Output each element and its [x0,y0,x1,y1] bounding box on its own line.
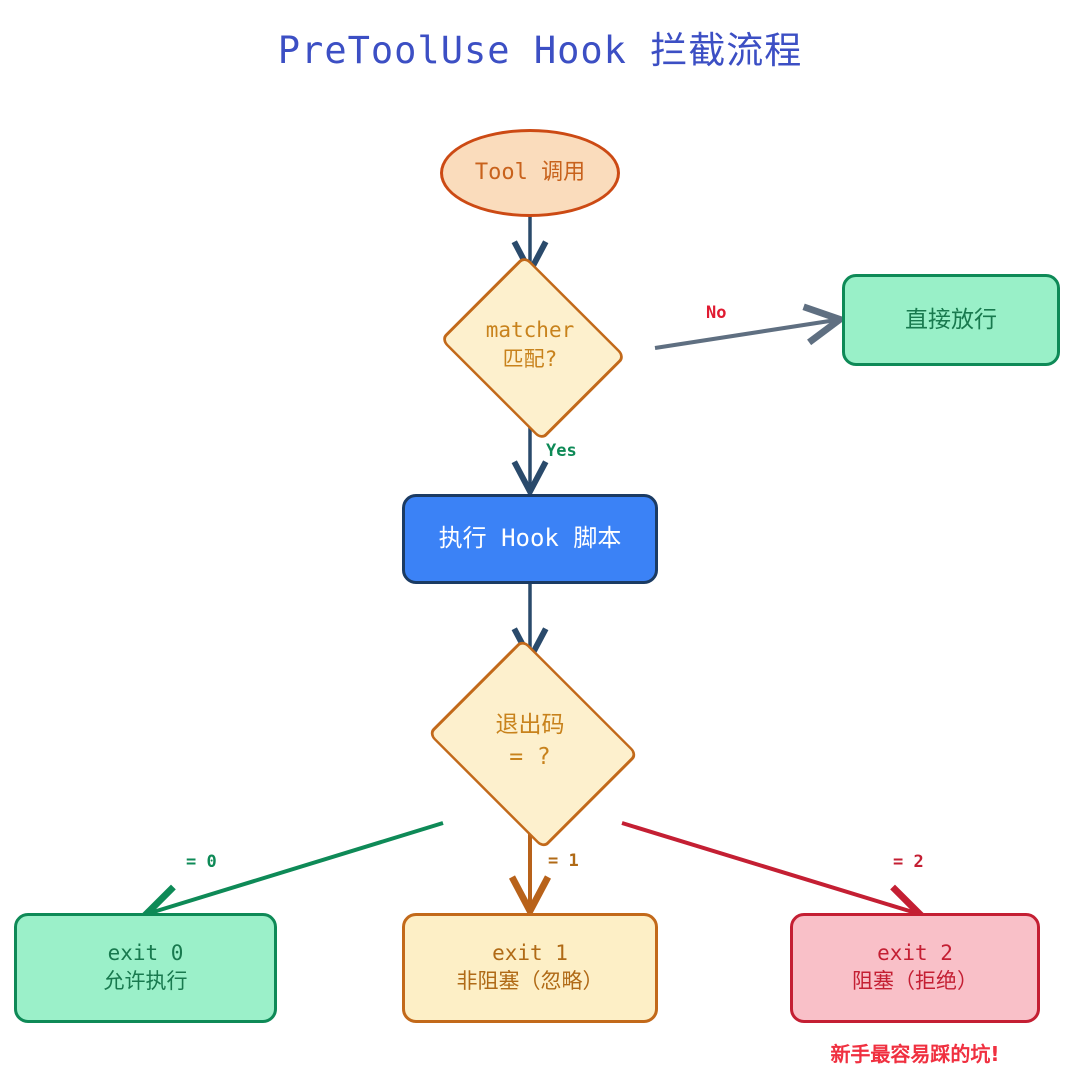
node-run-hook-script-label: 执行 Hook 脚本 [438,524,622,553]
node-exit-code-decision[interactable]: 退出码 = ? [388,638,672,850]
edge-exitcode-to-exit0 [150,821,444,913]
node-exit-code-line1: 退出码 [495,711,565,738]
node-direct-pass[interactable]: 直接放行 [842,274,1060,366]
edge-label-yes: Yes [546,441,577,461]
node-matcher-line2: 匹配? [502,347,558,371]
edge-label-no: No [706,303,727,323]
edge-label-eq-0: = 0 [186,852,217,872]
node-exit-2-line2: 阻塞（拒绝） [852,969,978,993]
node-exit-2-line1: exit 2 [877,941,953,966]
exit-2-warning-note: 新手最容易踩的坑! [830,1042,1000,1066]
edge-matcher-to-pass [654,320,836,350]
node-exit-0-line2: 允许执行 [103,969,188,993]
edge-label-eq-1: = 1 [548,851,579,871]
page-title: PreToolUse Hook 拦截流程 [277,29,803,72]
node-exit-code-line2: = ? [509,744,551,770]
edge-exitcode-to-exit2 [621,821,916,913]
node-tool-call-label: Tool 调用 [474,160,586,186]
node-exit-code-label-group: 退出码 = ? [388,661,672,821]
node-exit-2[interactable]: exit 2 阻塞（拒绝） [790,913,1040,1023]
node-matcher-line1: matcher [485,317,575,342]
node-tool-call[interactable]: Tool 调用 [440,129,620,217]
node-exit-0[interactable]: exit 0 允许执行 [14,913,277,1023]
node-exit-1-line2: 非阻塞（忽略） [456,969,604,993]
node-run-hook-script[interactable]: 执行 Hook 脚本 [402,494,658,584]
node-exit-1[interactable]: exit 1 非阻塞（忽略） [402,913,658,1023]
edge-label-eq-2: = 2 [893,852,924,872]
node-exit-1-line1: exit 1 [492,941,568,966]
node-exit-0-line1: exit 0 [107,941,184,966]
node-matcher-decision[interactable]: matcher 匹配? [408,254,652,442]
node-direct-pass-label: 直接放行 [905,306,997,333]
node-matcher-label-group: matcher 匹配? [408,274,652,416]
